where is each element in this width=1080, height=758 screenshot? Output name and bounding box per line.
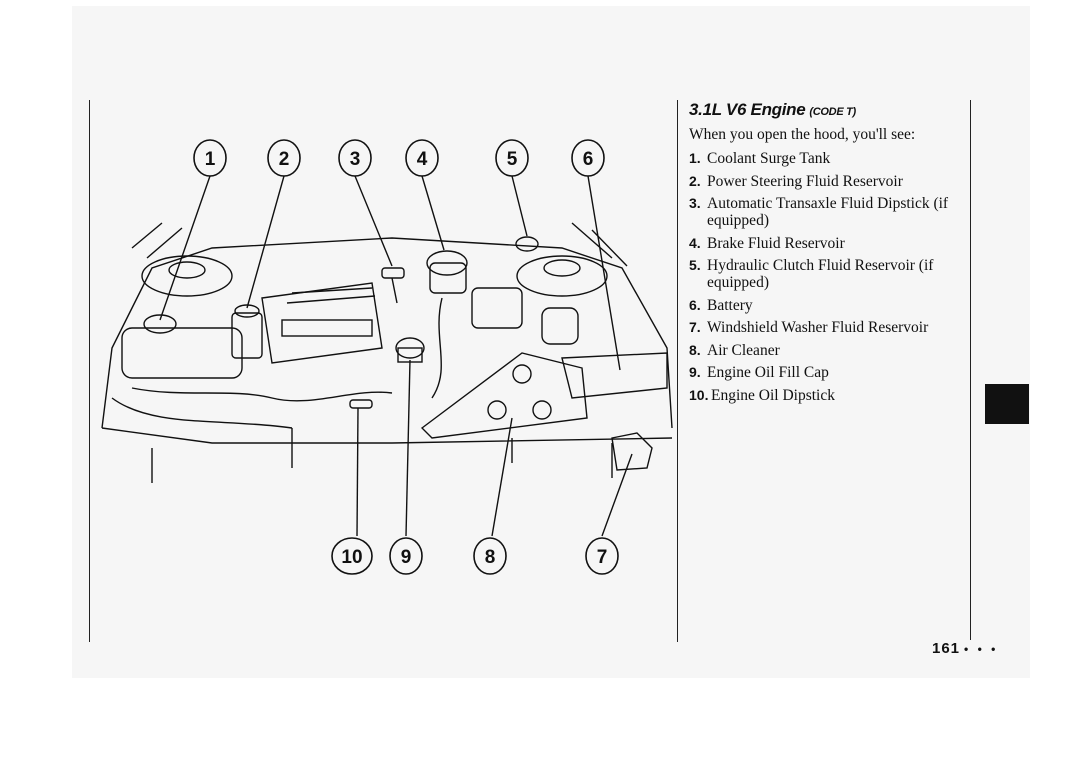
item-label: Air Cleaner — [707, 341, 780, 359]
callout-10-oval — [331, 537, 373, 575]
callout-1-label: 1 — [205, 149, 216, 170]
item-label: Engine Oil Fill Cap — [707, 364, 829, 381]
list-item: 3. Automatic Transaxle Fluid Dipstick (if… — [689, 195, 959, 229]
callout-5-oval — [495, 139, 529, 177]
item-label: Engine Oil Dipstick — [711, 386, 835, 404]
item-label: Windshield Washer Fluid Reservoir — [707, 319, 929, 336]
callout-9-oval — [389, 537, 423, 575]
column-divider-rule — [677, 100, 678, 642]
item-label: Power Steering Fluid Reservoir — [707, 172, 903, 190]
callout-7-label: 7 — [597, 547, 608, 568]
item-label: Hydraulic Clutch Fluid Reservoir (if equ… — [707, 257, 934, 291]
list-item: 1. Coolant Surge Tank — [689, 150, 959, 167]
item-label: Automatic Transaxle Fluid Dipstick (if e… — [707, 195, 949, 229]
callout-8-label: 8 — [485, 547, 496, 568]
page-number: 161• • • — [932, 640, 998, 657]
item-number: 8. — [689, 341, 701, 358]
callout-2-label: 2 — [279, 149, 290, 170]
page-number-dots: • • • — [964, 642, 999, 656]
callout-6-oval — [571, 139, 605, 177]
list-item: 4. Brake Fluid Reservoir — [689, 235, 959, 252]
item-number: 9. — [689, 364, 701, 380]
component-list: 1. Coolant Surge Tank 2. Power Steering Fl… — [689, 150, 959, 409]
callout-4-oval — [405, 139, 439, 177]
callout-6-label: 6 — [583, 149, 594, 170]
callout-5-label: 5 — [507, 149, 518, 170]
section-tab-marker — [985, 384, 1029, 424]
callout-3-label: 3 — [350, 149, 361, 170]
intro-text: When you open the hood, you'll see: — [689, 126, 916, 143]
heading-title: 3.1L V6 Engine — [689, 100, 806, 119]
item-number: 7. — [689, 319, 701, 335]
list-item: 6. Battery — [689, 297, 959, 314]
callout-8-oval — [473, 537, 507, 575]
list-item: 7. Windshield Washer Fluid Reservoir — [689, 319, 959, 336]
callout-7-oval — [585, 537, 619, 575]
list-item: 8. Air Cleaner — [689, 342, 959, 359]
list-item: 9. Engine Oil Fill Cap — [689, 364, 959, 381]
callout-4-label: 4 — [417, 149, 428, 170]
heading-code: (CODE T) — [809, 106, 856, 118]
callout-1-oval — [193, 139, 227, 177]
item-label: Battery — [707, 296, 753, 314]
left-margin-rule — [89, 100, 90, 642]
list-item: 5. Hydraulic Clutch Fluid Reservoir (if e… — [689, 257, 959, 291]
item-number: 4. — [689, 234, 701, 251]
item-number: 10. — [689, 386, 709, 403]
page-number-value: 161 — [932, 640, 961, 657]
item-label: Coolant Surge Tank — [707, 150, 831, 167]
item-number: 2. — [689, 172, 701, 189]
item-number: 5. — [689, 257, 701, 273]
item-number: 6. — [689, 296, 701, 313]
list-item: 10.Engine Oil Dipstick — [689, 387, 959, 404]
item-number: 3. — [689, 195, 701, 211]
section-heading: 3.1L V6 Engine(CODE T) — [689, 100, 856, 120]
item-number: 1. — [689, 150, 701, 166]
callout-9-label: 9 — [401, 547, 412, 568]
callout-2-oval — [267, 139, 301, 177]
callout-10-label: 10 — [341, 547, 362, 568]
item-label: Brake Fluid Reservoir — [707, 234, 845, 252]
engine-compartment-illustration: 1 2 3 4 5 6 10 9 8 7 — [92, 98, 678, 644]
right-margin-rule — [970, 100, 971, 640]
list-item: 2. Power Steering Fluid Reservoir — [689, 173, 959, 190]
callout-3-oval — [338, 139, 372, 177]
